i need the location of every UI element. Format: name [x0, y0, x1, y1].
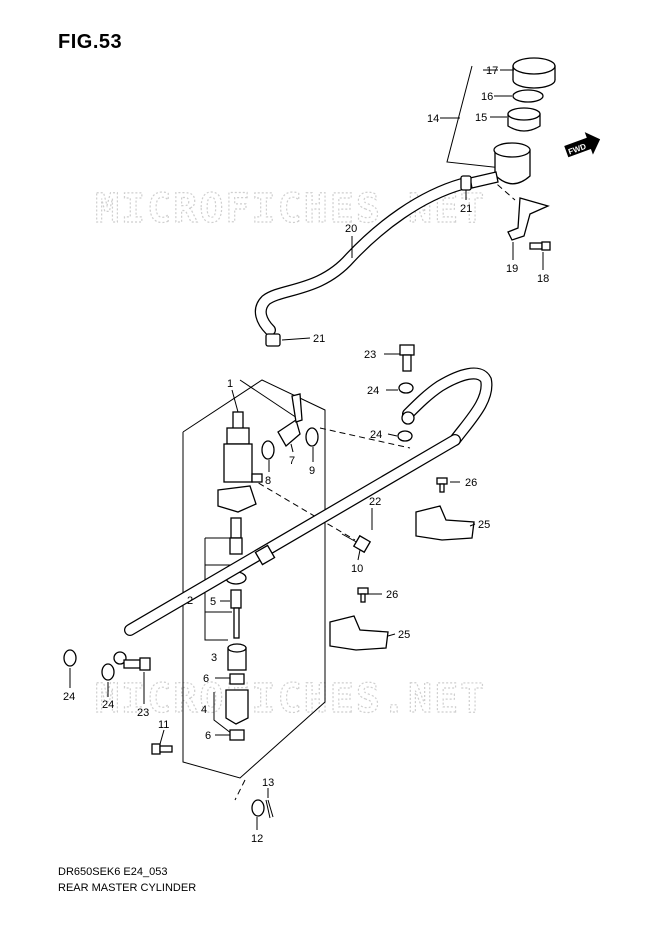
- reservoir-tank-14: [469, 142, 531, 189]
- hose-guide-25-upper: [415, 505, 475, 541]
- callout-10: 10: [351, 563, 363, 575]
- leader-lines: [69, 69, 544, 830]
- watermark-bottom: MICROFICHES.NET: [95, 676, 486, 722]
- callout-6-lower: 6: [205, 730, 211, 742]
- callout-26-upper: 26: [465, 477, 477, 489]
- washer-12: [251, 799, 265, 817]
- master-cylinder-1: [217, 411, 263, 513]
- bolt-10: [341, 533, 372, 554]
- hose-clamp-21-upper: [460, 175, 472, 191]
- callout-26-lower: 26: [386, 589, 398, 601]
- fitting-7: [277, 393, 303, 448]
- callout-25-upper: 25: [478, 519, 490, 531]
- callout-21-lower: 21: [313, 333, 325, 345]
- figure-title: FIG.53: [58, 31, 123, 53]
- callout-24-a: 24: [367, 385, 379, 397]
- o-ring-8: [261, 440, 275, 460]
- washer-24-d: [101, 663, 115, 681]
- screw-26-upper: [436, 477, 448, 493]
- callout-3: 3: [211, 652, 217, 664]
- reservoir-bracket-19: [507, 197, 550, 241]
- callout-24-d: 24: [102, 699, 114, 711]
- nut-6-lower: [229, 729, 245, 741]
- callout-7: 7: [289, 455, 295, 467]
- banjo-bolt-23-lower: [123, 657, 151, 671]
- callout-18: 18: [537, 273, 549, 285]
- callout-24-b: 24: [370, 429, 382, 441]
- callout-25-lower: 25: [398, 629, 410, 641]
- cotter-pin-13: [265, 799, 274, 819]
- callout-11: 11: [158, 719, 169, 731]
- bracket-bolt-18: [529, 241, 551, 251]
- callout-23-lower: 23: [137, 707, 149, 719]
- callout-8: 8: [265, 475, 271, 487]
- callout-13: 13: [262, 777, 274, 789]
- callout-23-upper: 23: [364, 349, 376, 361]
- callout-19: 19: [506, 263, 518, 275]
- callouts: 17 16 15 14 21 19 18 20 21 23 24 24 1 7 …: [63, 65, 549, 845]
- diaphragm-plate-16: [512, 89, 544, 103]
- figure-name: REAR MASTER CYLINDER: [58, 882, 197, 894]
- screw-26-lower: [357, 587, 369, 603]
- callout-14: 14: [427, 113, 439, 125]
- callout-15: 15: [475, 112, 487, 124]
- watermark-top: MICROFICHES.NET: [95, 186, 486, 232]
- push-rod-5: [230, 589, 242, 639]
- callout-1: 1: [227, 378, 233, 390]
- callout-6-upper: 6: [203, 673, 209, 685]
- callout-2: 2: [187, 595, 193, 607]
- callout-9: 9: [309, 465, 315, 477]
- brake-hose-22: [113, 367, 493, 665]
- callout-4: 4: [201, 704, 207, 716]
- hose-clamp-21-lower: [265, 333, 281, 347]
- diaphragm-15: [507, 107, 541, 132]
- callout-5: 5: [210, 596, 216, 608]
- washer-24-b: [397, 430, 413, 442]
- callout-22: 22: [369, 496, 381, 508]
- reservoir-cap-17: [512, 57, 556, 89]
- washer-24-c: [63, 649, 77, 667]
- model-code: DR650SEK6 E24_053: [58, 866, 168, 878]
- callout-21-upper: 21: [460, 203, 472, 215]
- nut-6-upper: [229, 673, 245, 685]
- hose-guide-25-lower: [329, 615, 389, 651]
- washer-24-a: [398, 382, 414, 394]
- assembly-outline: [182, 65, 521, 779]
- fwd-arrow-icon: FWD: [564, 132, 601, 158]
- bolt-11: [151, 743, 173, 755]
- callout-16: 16: [481, 91, 493, 103]
- callout-12: 12: [251, 833, 263, 845]
- boot-3: [227, 643, 247, 671]
- banjo-bolt-23-upper: [399, 344, 415, 372]
- clevis-4: [225, 689, 249, 725]
- callout-20: 20: [345, 223, 357, 235]
- callout-17: 17: [486, 65, 498, 77]
- callout-24-c: 24: [63, 691, 75, 703]
- circlip-9: [305, 427, 319, 447]
- reservoir-hose-20: [254, 178, 468, 336]
